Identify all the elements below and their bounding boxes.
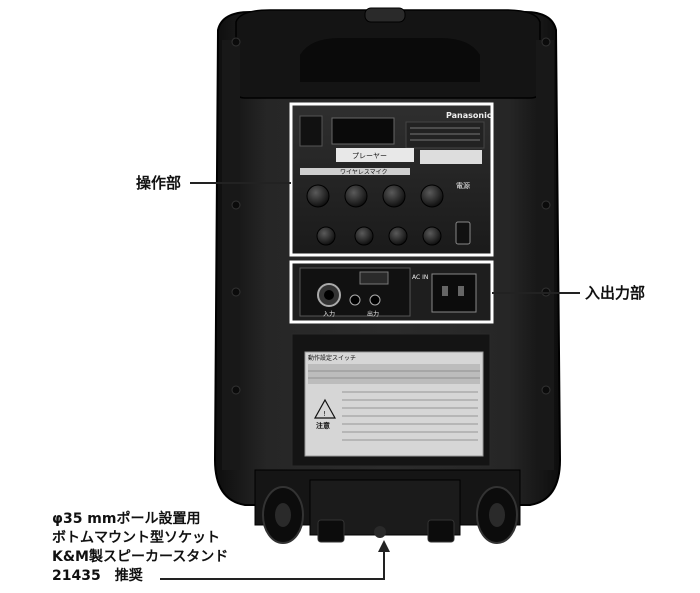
brand-text: Panasonic	[446, 111, 492, 120]
io-panel: 入力 出力 AC IN	[289, 260, 494, 324]
input-jack[interactable]	[349, 294, 361, 306]
stand-description: φ35 mmポール設置用 ボトムマウント型ソケット K&M製スピーカースタンド …	[52, 510, 228, 586]
svg-text:!: !	[323, 410, 326, 418]
stand-line: φ35 mmポール設置用	[52, 511, 201, 527]
output-label: 出力	[367, 310, 379, 318]
output-jack[interactable]	[369, 294, 381, 306]
switch-title: 動作設定スイッチ	[308, 354, 356, 362]
volume-knob[interactable]	[344, 184, 368, 208]
volume-knob[interactable]	[306, 184, 330, 208]
input-label: 入力	[323, 310, 335, 318]
caution-label: 注意	[316, 421, 330, 430]
operation-section-label: 操作部	[136, 174, 182, 192]
volume-knob[interactable]	[382, 184, 406, 208]
leader-lines	[160, 182, 580, 580]
stand-line: ボトムマウント型ソケット	[52, 530, 220, 546]
power-switch[interactable]	[455, 221, 471, 245]
ac-in-label: AC IN	[412, 274, 428, 281]
stand-line: K&M製スピーカースタンド	[52, 549, 229, 565]
bottom-wheels	[254, 469, 521, 544]
io-section-label: 入出力部	[585, 284, 646, 302]
power-label: 電源	[456, 181, 470, 190]
tone-knob[interactable]	[422, 226, 442, 246]
tone-knob[interactable]	[388, 226, 408, 246]
settings-panel: 動作設定スイッチ ! 注意	[291, 333, 491, 467]
player-label: プレーヤー	[352, 152, 387, 160]
leader-line-stand	[160, 548, 385, 580]
wireless-label: ワイヤレスマイク	[340, 169, 388, 176]
tone-knob[interactable]	[354, 226, 374, 246]
stand-line: 21435 推奨	[52, 568, 143, 584]
volume-knob[interactable]	[420, 184, 444, 208]
stand-arrow	[378, 540, 390, 552]
tone-knob[interactable]	[316, 226, 336, 246]
ac-inlet[interactable]	[431, 273, 477, 313]
operation-panel: Panasonic プレーヤー ワイヤレスマイク 電源	[289, 102, 494, 257]
